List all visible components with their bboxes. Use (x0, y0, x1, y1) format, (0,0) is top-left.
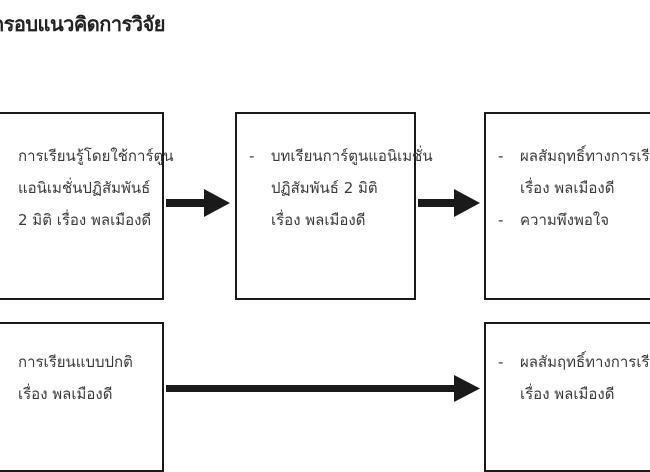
bullet-item: - บทเรียนการ์ตูนแอนิเมชั่น ปฏิสัมพันธ์ 2… (249, 140, 433, 236)
box-line: เรื่อง พลเมืองดี (520, 385, 615, 403)
box-line: ผลสัมฤทธิ์ทางการเรียน (520, 353, 650, 371)
bullet-item: - ผลสัมฤทธิ์ทางการเรียน เรื่อง พลเมืองดี (498, 140, 650, 204)
bullet-dash: - (498, 211, 504, 229)
box-outcomes-bottom: - ผลสัมฤทธิ์ทางการเรียน เรื่อง พลเมืองดี (484, 322, 650, 472)
box-line: ผลสัมฤทธิ์ทางการเรียน (520, 147, 650, 165)
diagram-title: กรอบแนวคิดการวิจัย (0, 12, 165, 36)
box-line: เรื่อง พลเมืองดี (520, 179, 615, 197)
box-line: เรื่อง พลเมืองดี (18, 385, 113, 403)
box-lesson: - บทเรียนการ์ตูนแอนิเมชั่น ปฏิสัมพันธ์ 2… (235, 112, 433, 300)
arrow-right-icon (418, 189, 480, 217)
box-line: การเรียนแบบปกติ (18, 353, 133, 371)
box-line: เรื่อง พลเมืองดี (271, 211, 366, 229)
bullet-item: - ผลสัมฤทธิ์ทางการเรียน เรื่อง พลเมืองดี (498, 346, 650, 410)
box-line: แอนิเมชั่นปฏิสัมพันธ์ (18, 179, 151, 197)
bullet-dash: - (498, 353, 504, 371)
box-cartoon-learning: การเรียนรู้โดยใช้การ์ตูน แอนิเมชั่นปฏิสั… (0, 112, 174, 300)
box-line: บทเรียนการ์ตูนแอนิเมชั่น (271, 147, 433, 165)
bullet-dash: - (498, 147, 504, 165)
arrow-right-long-icon (166, 375, 480, 402)
bullet-dash: - (249, 147, 255, 165)
box-outcomes-top: - ผลสัมฤทธิ์ทางการเรียน เรื่อง พลเมืองดี… (484, 112, 650, 300)
box-line: ความพึงพอใจ (520, 211, 609, 229)
box-line: การเรียนรู้โดยใช้การ์ตูน (18, 147, 174, 165)
box-line: ปฏิสัมพันธ์ 2 มิติ (271, 179, 378, 197)
arrow-right-icon (166, 189, 230, 217)
box-line: 2 มิติ เรื่อง พลเมืองดี (18, 211, 152, 229)
box-normal-learning: การเรียนแบบปกติ เรื่อง พลเมืองดี (0, 322, 164, 472)
bullet-item: - ความพึงพอใจ (498, 204, 650, 236)
